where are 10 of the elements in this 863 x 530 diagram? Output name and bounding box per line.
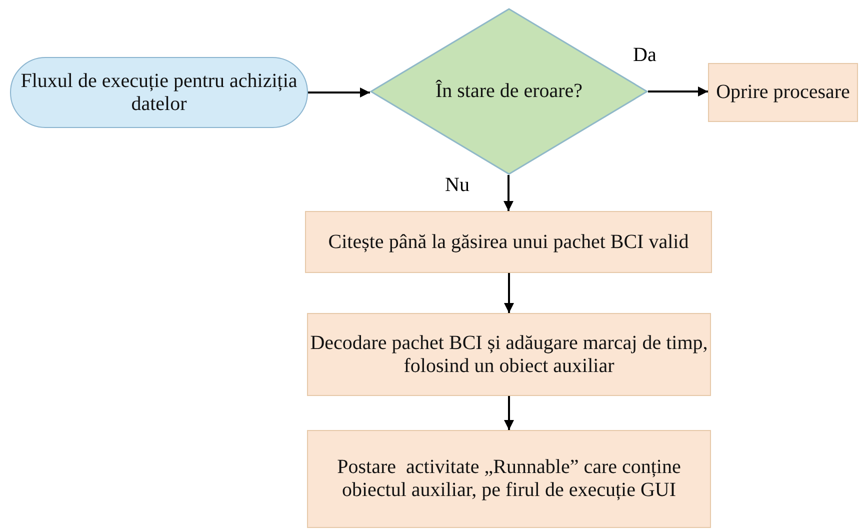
arrow — [504, 396, 514, 430]
process-box: Oprire procesare — [708, 63, 858, 122]
process-box: Decodare pachet BCI și adăugare marcaj de timp, folosind un obiect auxiliar — [307, 313, 711, 396]
process-box: Postare activitate „Runnable” care conține obiectul auxiliar, pe firul de execuție GUI — [307, 430, 711, 528]
arrow — [504, 273, 514, 313]
arrow — [648, 86, 708, 96]
arrow — [308, 88, 370, 98]
start-terminal: Fluxul de execuție pentru achiziția datelor — [10, 57, 308, 128]
arrow — [504, 175, 514, 211]
process-box: Citește până la găsirea unui pachet BCI valid — [305, 211, 712, 273]
